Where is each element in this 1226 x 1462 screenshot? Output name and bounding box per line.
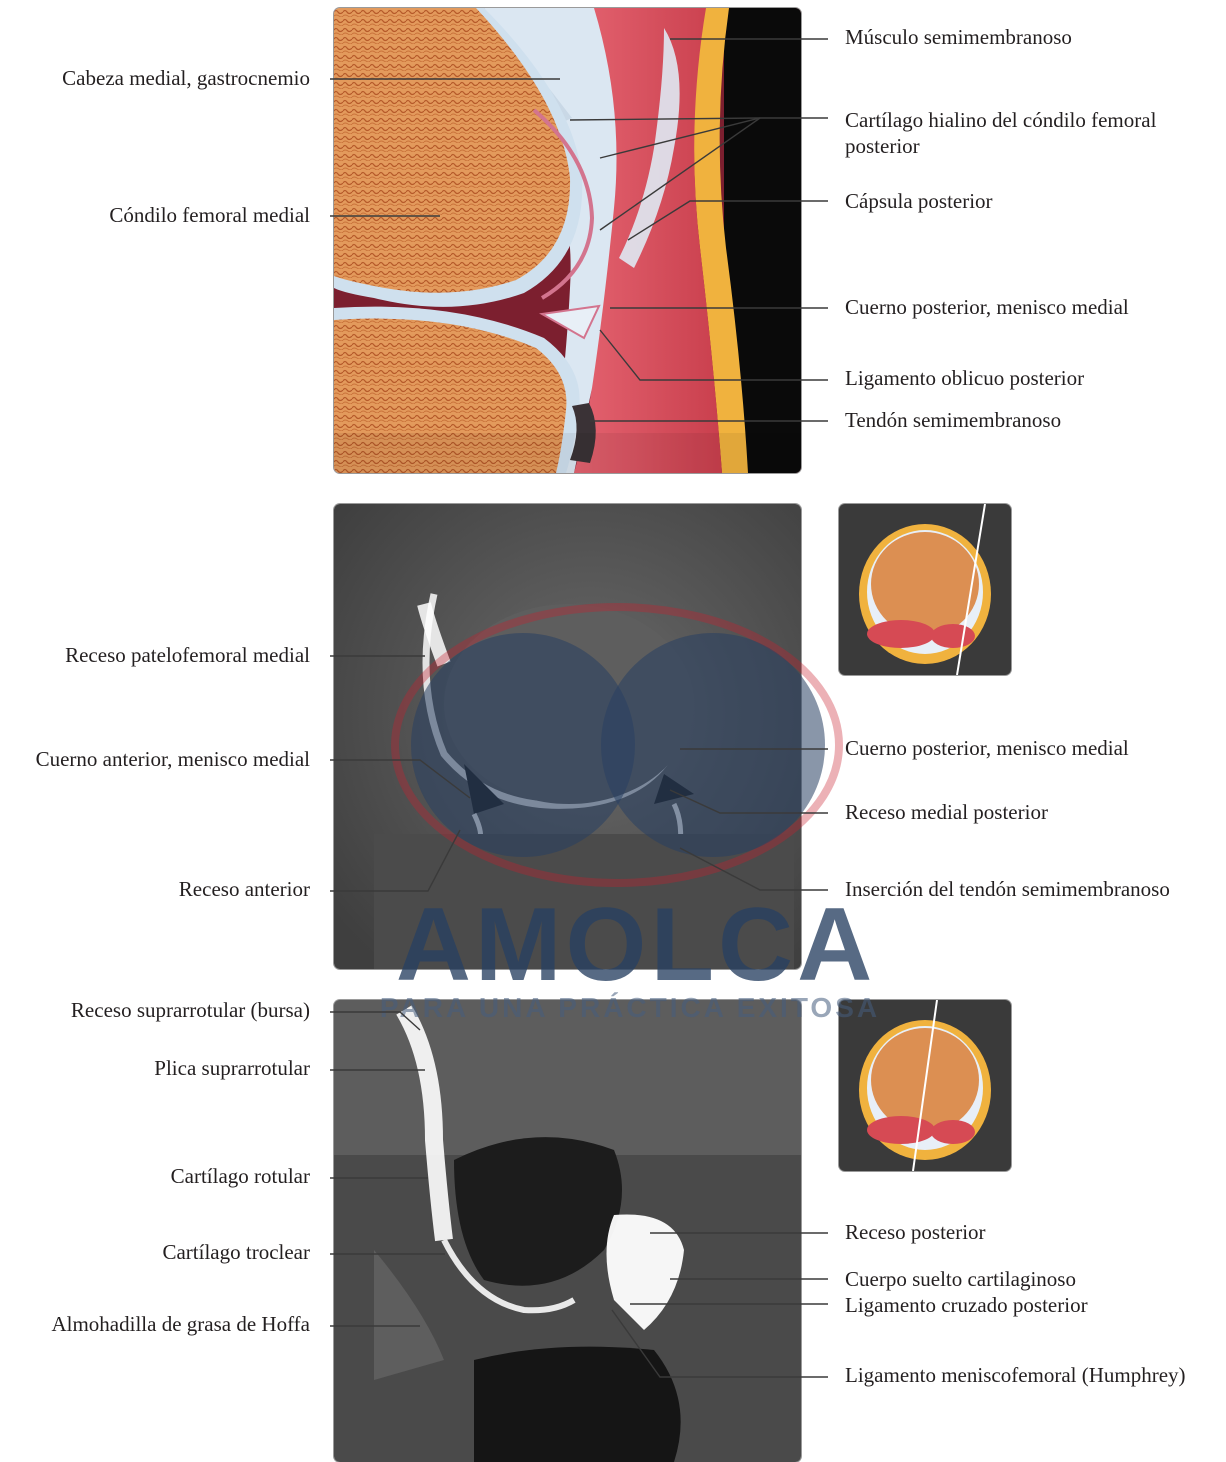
label-capsula-posterior: Cápsula posterior: [845, 188, 993, 214]
label-receso-medial-posterior: Receso medial posterior: [845, 799, 1048, 825]
axial-inset-central: [839, 1000, 1011, 1171]
label-cartilago-troclear: Cartílago troclear: [162, 1239, 310, 1265]
anatomy-drawing: [334, 8, 801, 473]
label-insercion-tendon: Inserción del tendón semimembranoso: [845, 876, 1170, 902]
label-receso-patelofemoral: Receso patelofemoral medial: [65, 642, 310, 668]
mri-sagittal-central: [334, 1000, 801, 1462]
label-cartilago-hialino: Cartílago hialino del cóndilo femoral po…: [845, 107, 1205, 159]
label-cuerno-anterior: Cuerno anterior, menisco medial: [36, 746, 310, 772]
watermark-brand: AMOLCA: [356, 890, 916, 1000]
label-receso-anterior: Receso anterior: [179, 876, 310, 902]
watermark-tagline: PARA UNA PRÁCTICA EXITOSA: [330, 992, 930, 1024]
label-cuerno-posterior-mri: Cuerno posterior, menisco medial: [845, 735, 1129, 761]
label-cuerpo-suelto: Cuerpo suelto cartilaginoso: [845, 1266, 1076, 1292]
label-cabeza-medial: Cabeza medial, gastrocnemio: [62, 65, 310, 91]
label-receso-posterior: Receso posterior: [845, 1219, 986, 1245]
mri-image-central: [334, 1000, 801, 1462]
label-ligamento-cruzado: Ligamento cruzado posterior: [845, 1292, 1088, 1318]
axial-inset-drawing: [839, 504, 1011, 675]
label-musculo-semimembranoso: Músculo semimembranoso: [845, 24, 1072, 50]
label-ligamento-oblicuo: Ligamento oblicuo posterior: [845, 365, 1084, 391]
label-ligamento-meniscofemoral: Ligamento meniscofemoral (Humphrey): [845, 1362, 1186, 1388]
label-cuerno-posterior-anatomy: Cuerno posterior, menisco medial: [845, 294, 1129, 320]
label-almohadilla-hoffa: Almohadilla de grasa de Hoffa: [51, 1311, 310, 1337]
anatomy-illustration: [334, 8, 801, 473]
label-tendon-semimembranoso: Tendón semimembranoso: [845, 407, 1061, 433]
label-cartilago-rotular: Cartílago rotular: [171, 1163, 310, 1189]
axial-inset-medial: [839, 504, 1011, 675]
label-receso-suprarrotular: Receso suprarrotular (bursa): [71, 997, 310, 1023]
label-condilo-femoral: Cóndilo femoral medial: [109, 202, 310, 228]
label-plica-suprarrotular: Plica suprarrotular: [154, 1055, 310, 1081]
axial-inset-drawing: [839, 1000, 1011, 1171]
